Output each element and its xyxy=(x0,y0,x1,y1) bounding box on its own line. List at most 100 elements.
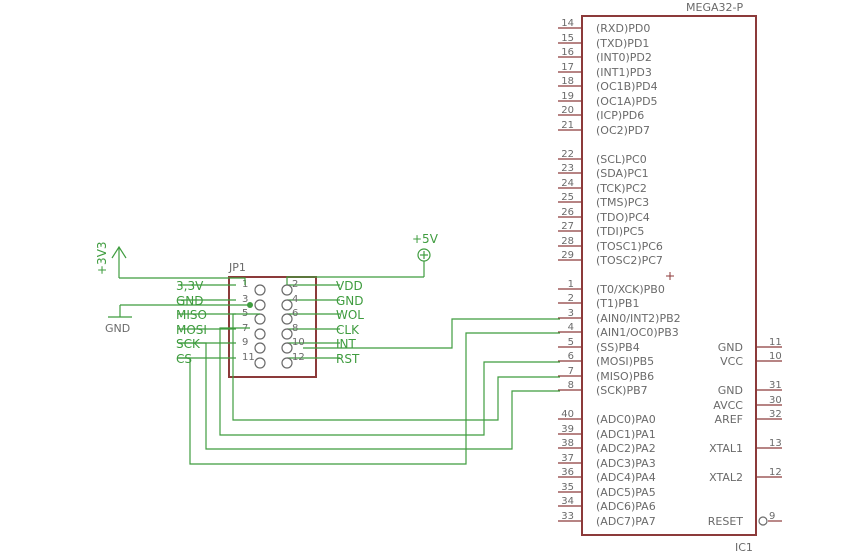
power-5v-symbol[interactable]: +5V xyxy=(412,232,439,277)
ic1-body[interactable] xyxy=(581,15,757,536)
pin-label: (TXD)PD1 xyxy=(596,37,649,50)
jp1-net-right: WOL xyxy=(336,308,364,322)
pin-label: (SDA)PC1 xyxy=(596,167,649,180)
ic1-right-pins: 11GND10VCC31GND30AVCC32AREF13XTAL112XTAL… xyxy=(708,337,782,528)
jp1-net-left: MOSI xyxy=(176,323,207,337)
ic1-pin-21[interactable]: 21(OC2)PD7 xyxy=(558,120,650,137)
jp1-pin-number-right: 2 xyxy=(292,279,298,290)
pin-label: (OC1A)PD5 xyxy=(596,95,658,108)
pin-label: (OC1B)PD4 xyxy=(596,80,658,93)
ic1-pin-20[interactable]: 20(ICP)PD6 xyxy=(558,105,644,122)
pin-label: (ADC1)PA1 xyxy=(596,428,656,441)
pin-number: 8 xyxy=(568,380,574,391)
ic1-pin-39[interactable]: 39(ADC1)PA1 xyxy=(558,424,656,441)
wire-sck-pb7 xyxy=(178,342,560,450)
ic1-pin-16[interactable]: 16(INT0)PD2 xyxy=(558,47,652,64)
ic1-pin-17[interactable]: 17(INT1)PD3 xyxy=(558,62,652,79)
ic1-pin-26[interactable]: 26(TDO)PC4 xyxy=(558,207,650,224)
jp1-pin-number-left: 11 xyxy=(242,352,255,363)
pin-label: AREF xyxy=(715,413,743,426)
ic1-pin-7[interactable]: 7(MISO)PB6 xyxy=(558,366,654,383)
ic1-pin-8[interactable]: 8(SCK)PB7 xyxy=(558,380,648,397)
ic1-pin-33[interactable]: 33(ADC7)PA7 xyxy=(558,511,656,528)
ic1-pin-38[interactable]: 38(ADC2)PA2 xyxy=(558,438,656,455)
power-3v3-symbol[interactable]: +3V3 xyxy=(95,241,127,278)
jp1-pad-right xyxy=(281,328,293,340)
ic1-pin-40[interactable]: 40 (ADC0)PA0 xyxy=(558,409,656,426)
ic1-pin-29[interactable]: 29(TOSC2)PC7 xyxy=(558,250,663,267)
ic1-pin-25[interactable]: 25(TMS)PC3 xyxy=(558,192,649,209)
jp1-net-left: 3,3V xyxy=(176,279,204,293)
pin-label: GND xyxy=(718,341,743,354)
jp1-pin-number-right: 12 xyxy=(292,352,305,363)
pin-number: 25 xyxy=(561,192,574,203)
pin-label: (TOSC1)PC6 xyxy=(596,240,663,253)
pin-label: (MOSI)PB5 xyxy=(596,355,654,368)
ic1-pin-14[interactable]: 14(RXD)PD0 xyxy=(558,18,650,35)
jp1-net-right: GND xyxy=(336,294,364,308)
wire-int-pb2 xyxy=(303,318,560,349)
ic1-pin-28[interactable]: 28 (TOSC1)PC6 xyxy=(558,236,663,253)
ic1-pin-34[interactable]: 34(ADC6)PA6 xyxy=(558,496,656,513)
jp1-net-left: MISO xyxy=(176,308,207,322)
jp1-pad-right xyxy=(281,313,293,325)
ic1-pin-2[interactable]: 2(T1)PB1 xyxy=(558,293,639,310)
jp1-body[interactable] xyxy=(228,276,317,378)
ic1-pin-15[interactable]: 15 (TXD)PD1 xyxy=(558,33,649,50)
pin-number: 31 xyxy=(769,380,782,391)
pin-number: 40 xyxy=(561,409,574,420)
ic1-pin-23[interactable]: 23(SDA)PC1 xyxy=(558,163,649,180)
jp1-pad-right xyxy=(281,357,293,369)
ic1-pin-5[interactable]: 5(SS)PB4 xyxy=(558,337,640,354)
pin-number: 34 xyxy=(561,496,574,507)
pin-label: XTAL2 xyxy=(709,471,743,484)
ic1-pin-19[interactable]: 19(OC1A)PD5 xyxy=(558,91,658,108)
jp1-pin-number-right: 10 xyxy=(292,337,305,348)
pin-number: 28 xyxy=(561,236,574,247)
ic1-pin-4[interactable]: 4 (AIN1/OC0)PB3 xyxy=(558,322,679,339)
ic1-pin-22[interactable]: 22(SCL)PC0 xyxy=(558,149,647,166)
pin-number: 6 xyxy=(568,351,574,362)
ic1-pin-35[interactable]: 35(ADC5)PA5 xyxy=(558,482,656,499)
ic1-pin-18[interactable]: 18 (OC1B)PD4 xyxy=(558,76,658,93)
ic1-pin-37[interactable]: 37(ADC3)PA3 xyxy=(558,453,656,470)
ic1-pin-1[interactable]: 1(T0/XCK)PB0 xyxy=(558,279,665,296)
pin-label: (ICP)PD6 xyxy=(596,109,644,122)
ic1-pin-31[interactable]: 31 GND xyxy=(718,380,782,397)
pin-number: 24 xyxy=(561,178,574,189)
ic1-pin-27[interactable]: 27(TDI)PC5 xyxy=(558,221,644,238)
jp1-pad-left xyxy=(254,342,266,354)
ic1-pin-6[interactable]: 6 (MOSI)PB5 xyxy=(558,351,654,368)
ground-symbol[interactable]: GND xyxy=(105,305,132,335)
pin-label: (AIN1/OC0)PB3 xyxy=(596,326,679,339)
ic1-pin-3[interactable]: 3(AIN0/INT2)PB2 xyxy=(558,308,681,325)
ic1-pin-36[interactable]: 36(ADC4)PA4 xyxy=(558,467,656,484)
pin-number: 15 xyxy=(561,33,574,44)
ic1-pin-24[interactable]: 24(TCK)PC2 xyxy=(558,178,647,195)
pin-number: 4 xyxy=(568,322,574,333)
jp1-ref: JP1 xyxy=(228,261,246,274)
pin-number: 22 xyxy=(561,149,574,160)
jp1-pin-number-right: 8 xyxy=(292,323,298,334)
pin-label: (SS)PB4 xyxy=(596,341,640,354)
pin-label: (T1)PB1 xyxy=(596,297,639,310)
pin-number: 29 xyxy=(561,250,574,261)
jp1-net-right: VDD xyxy=(336,279,363,293)
jp1-net-left: CS xyxy=(176,352,192,366)
pin-label: GND xyxy=(718,384,743,397)
pin-number: 18 xyxy=(561,76,574,87)
pin-number: 38 xyxy=(561,438,574,449)
pin-label: (ADC0)PA0 xyxy=(596,413,656,426)
